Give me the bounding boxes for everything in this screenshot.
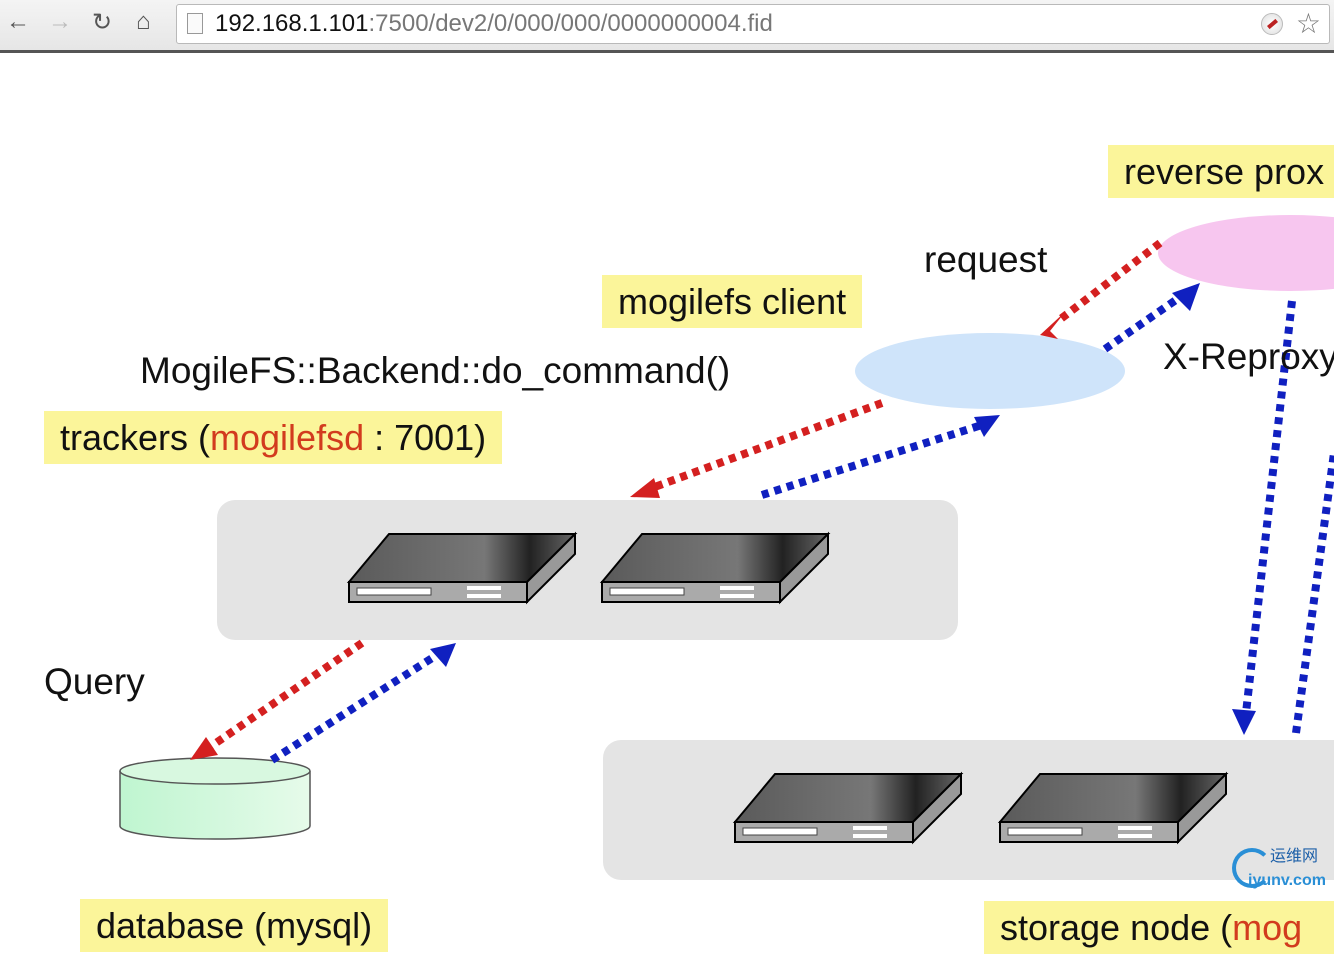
reverse-proxy-label: reverse prox	[1108, 145, 1334, 199]
arrowhead	[190, 737, 218, 760]
page-icon	[187, 13, 203, 34]
response-arrow	[1102, 289, 1189, 353]
database-cylinder	[119, 757, 311, 840]
response-arrow	[269, 649, 443, 764]
back-button[interactable]: ←	[6, 8, 30, 35]
watermark-logo: 运维网 iyunv.com	[1230, 846, 1334, 895]
extension-icon[interactable]	[1261, 13, 1283, 35]
x-reproxy-label: X-Reproxy	[1163, 336, 1334, 377]
diagram: reverse prox request mogilefs client Mog…	[0, 53, 1334, 954]
arrowhead	[974, 415, 1000, 437]
trackers-group	[217, 500, 958, 640]
database-label: database (mysql)	[80, 899, 389, 953]
request-label: request	[924, 239, 1048, 280]
query-label: Query	[44, 661, 145, 702]
address-bar[interactable]: 192.168.1.101:7500/dev2/0/000/000/000000…	[176, 4, 1330, 44]
response-arrow	[1242, 300, 1296, 714]
storage-text: storage node (	[1000, 907, 1233, 948]
diagram-graphics	[119, 215, 1334, 880]
arrowhead	[1172, 283, 1200, 311]
storage-node-label: storage node (mog	[984, 901, 1334, 954]
home-button[interactable]: ⌂	[136, 8, 151, 35]
url-text[interactable]: 192.168.1.101:7500/dev2/0/000/000/000000…	[215, 10, 773, 38]
response-arrow	[1292, 452, 1334, 734]
storage-daemon: mog	[1232, 907, 1303, 948]
request-arrow	[1055, 239, 1163, 325]
trackers-text: trackers (	[60, 417, 211, 458]
watermark-ring	[1232, 848, 1272, 888]
arrowhead	[630, 478, 660, 498]
mogilefs-client-label: mogilefs client	[602, 275, 863, 329]
request-arrow	[650, 399, 884, 492]
reload-button[interactable]: ↻	[92, 9, 113, 36]
arrowhead	[1040, 311, 1066, 339]
arrowhead	[430, 643, 456, 667]
star-icon[interactable]: ☆	[1295, 8, 1321, 39]
watermark-cn: 运维网	[1270, 848, 1319, 865]
request-arrow	[207, 639, 365, 751]
url-path: :7500/dev2/0/000/000/0000000004.fid	[368, 10, 773, 37]
trackers-daemon: mogilefsd	[210, 417, 365, 458]
browser-toolbar: ← → ↻ ⌂ 192.168.1.101:7500/dev2/0/000/00…	[0, 0, 1334, 53]
watermark-en: iyunv.com	[1248, 872, 1326, 889]
mogilefs-client-node	[855, 333, 1125, 409]
trackers-label: trackers (mogilefsd : 7001)	[44, 411, 503, 465]
storage-group	[603, 740, 1334, 880]
do-command-label: MogileFS::Backend::do_command()	[140, 350, 731, 391]
forward-button[interactable]: →	[48, 8, 72, 35]
reverse-proxy-node	[1158, 215, 1334, 291]
arrowhead	[1232, 709, 1256, 735]
trackers-port: : 7001)	[364, 417, 487, 458]
url-host: 192.168.1.101	[215, 10, 369, 37]
